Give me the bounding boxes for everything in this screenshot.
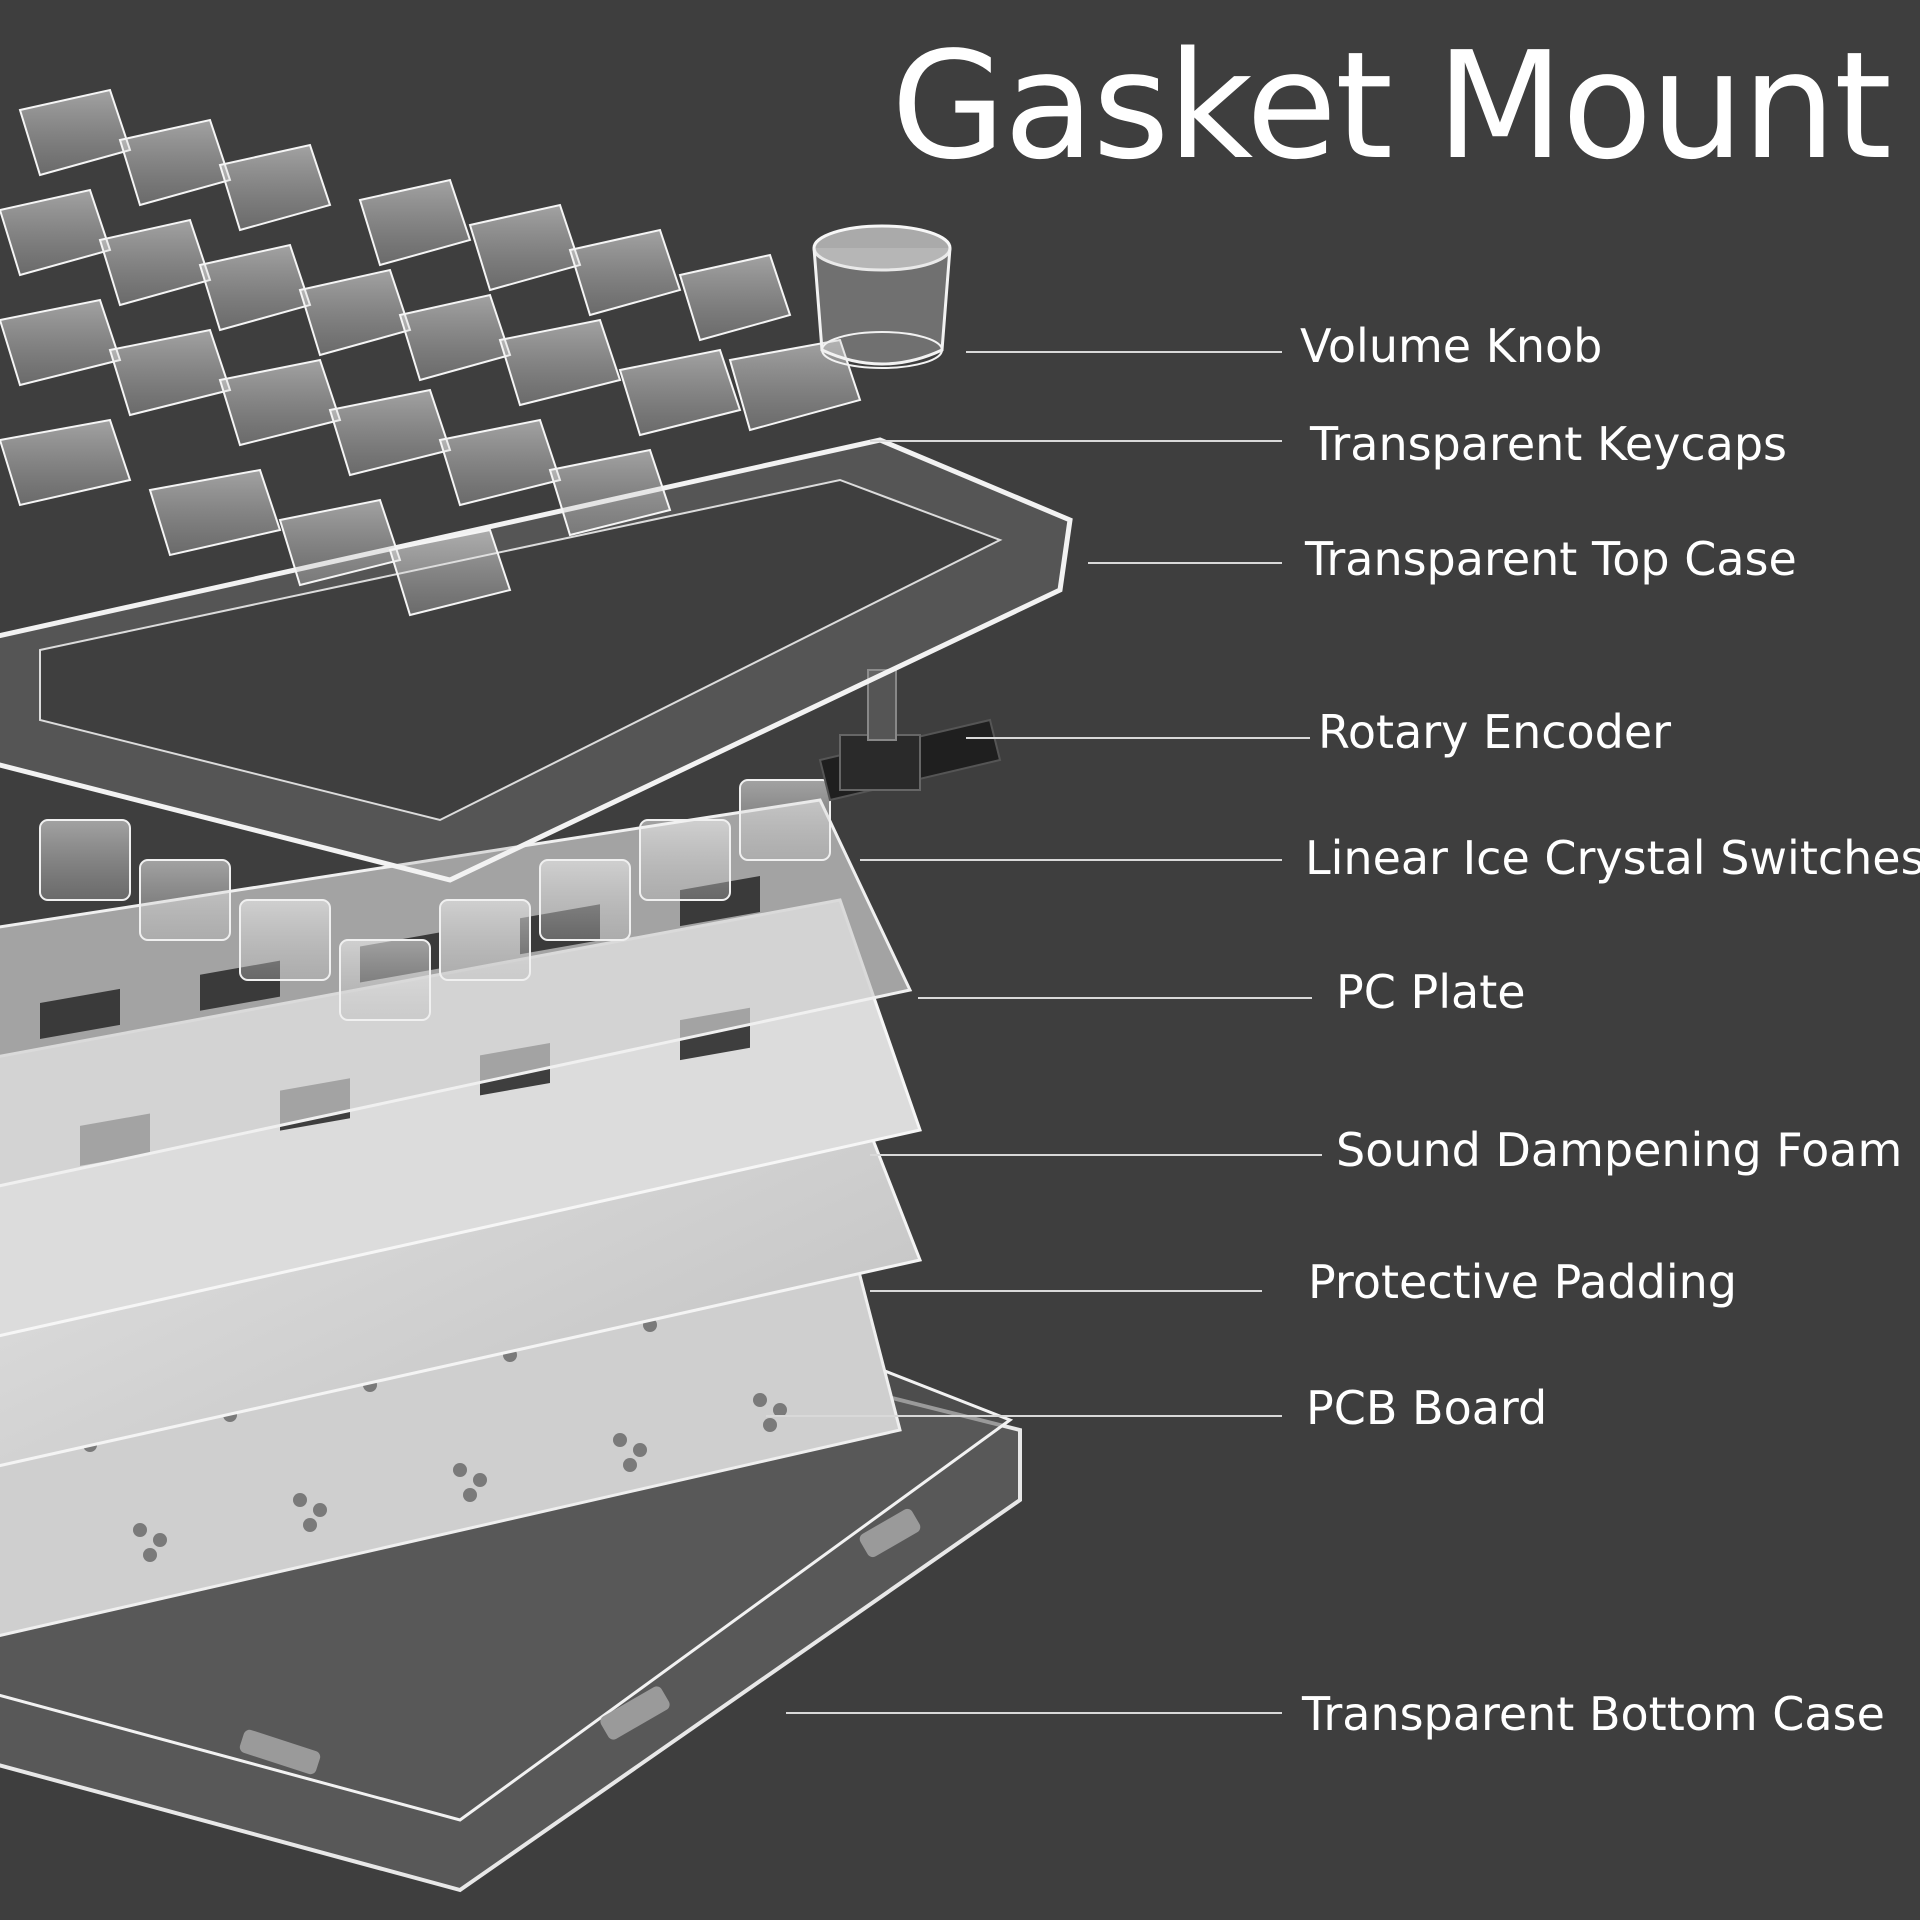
label-transparent-top-case: Transparent Top Case — [1305, 531, 1797, 587]
leader-line-pcb — [766, 1415, 1282, 1417]
label-pcb-board: PCB Board — [1306, 1380, 1547, 1436]
leader-line-rotary-encoder — [966, 737, 1310, 739]
volume-knob-shape — [814, 226, 950, 368]
leader-line-volume-knob — [966, 351, 1282, 353]
leader-line-top-case — [1088, 562, 1282, 564]
label-rotary-encoder: Rotary Encoder — [1318, 704, 1671, 760]
leader-line-foam — [870, 1154, 1322, 1156]
leader-line-pc-plate — [918, 997, 1312, 999]
label-pc-plate: PC Plate — [1336, 964, 1526, 1020]
label-sound-dampening-foam: Sound Dampening Foam — [1336, 1122, 1902, 1178]
label-linear-switches: Linear Ice Crystal Switches — [1305, 830, 1920, 886]
diagram-title: Gasket Mount — [880, 18, 1890, 196]
leader-line-bottom-case — [786, 1712, 1282, 1714]
leader-line-keycaps — [870, 440, 1282, 442]
label-transparent-bottom-case: Transparent Bottom Case — [1302, 1686, 1885, 1742]
label-protective-padding: Protective Padding — [1308, 1254, 1737, 1310]
leader-line-padding — [870, 1290, 1262, 1292]
leader-line-switches — [860, 859, 1282, 861]
label-volume-knob: Volume Knob — [1300, 318, 1602, 374]
label-transparent-keycaps: Transparent Keycaps — [1310, 416, 1787, 472]
